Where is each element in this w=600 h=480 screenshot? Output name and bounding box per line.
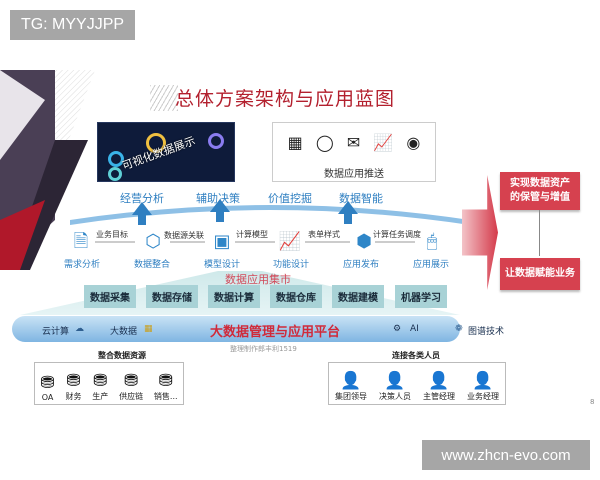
source-item: 生产 — [92, 392, 109, 401]
module-data-collection: 数据采集 — [84, 285, 136, 308]
data-push-panel: ▦ ◯ ✉ 📈 ◉ 数据应用推送 — [272, 122, 436, 182]
source-item: 财务 — [65, 392, 82, 401]
person-icon: 👤 — [472, 371, 494, 391]
flow-edge-label: 数据源关联 — [164, 231, 204, 240]
person-icon: 👤 — [384, 371, 406, 391]
person-icon: 👤 — [428, 371, 450, 391]
person-item: 业务经理 — [467, 392, 499, 401]
dashboard-thumbnail: 可视化数据展示 — [97, 122, 235, 182]
outcome-box: 实现数据资产的保管与增值 — [500, 172, 580, 210]
flow-edge-label: 计算任务调度 — [373, 230, 421, 239]
page-title: 总体方案架构与应用蓝图 — [175, 88, 396, 110]
data-mart-title: 数据应用集市 — [225, 273, 291, 286]
hexagon-data-icon: ⬡ — [145, 231, 161, 252]
flow-step: 数据整合 — [134, 260, 171, 270]
flow-step: 应用发布 — [343, 260, 380, 270]
value-label: 价值挖掘 — [268, 192, 312, 205]
page-number: 8 — [590, 398, 595, 406]
platform-item: 云计算 — [42, 327, 70, 337]
source-item: 供应链 — [119, 392, 144, 401]
note-icon: ◉ — [406, 133, 421, 152]
flow-edge-label: 计算模型 — [236, 230, 268, 239]
module-machine-learning: 机器学习 — [395, 285, 447, 308]
line-chart-icon: 📈 — [278, 231, 302, 252]
up-arrow-icon — [210, 199, 230, 222]
source-item: 销售... — [153, 392, 178, 401]
watermark-top: TG: MYYJJPP — [10, 10, 135, 40]
cloud-icon: ☁ — [75, 324, 84, 334]
flow-edge-label: 表单样式 — [308, 230, 340, 239]
database-icon: ⛃ — [123, 371, 139, 391]
outcome-connector — [539, 210, 540, 256]
credit-text: 整理制作郎丰利1519 — [230, 345, 297, 353]
message-icon: ▦ — [287, 133, 303, 152]
value-label: 经营分析 — [120, 192, 164, 205]
database-icon: ⛃ — [93, 371, 108, 391]
box-icon: ⬢ — [356, 231, 372, 252]
platform-item: 图谱技术 — [468, 327, 505, 337]
source-item: OA — [41, 393, 54, 402]
trend-chart-icon: 📈 — [373, 133, 394, 152]
up-arrow-icon — [338, 201, 358, 224]
database-icon: ⛃ — [66, 371, 81, 391]
value-label: 辅助决策 — [196, 192, 240, 205]
flow-edge-label: 业务目标 — [96, 230, 128, 239]
person-item: 集团领导 — [335, 392, 367, 401]
value-label: 数据智能 — [339, 192, 383, 205]
decorative-corner-shape — [0, 70, 95, 270]
monitor-clock-icon: 🖱 — [426, 231, 438, 252]
mail-icon: ✉ — [346, 133, 361, 152]
chat-bubble-icon: ◯ — [315, 133, 334, 152]
flow-step: 功能设计 — [273, 260, 310, 270]
flow-step: 模型设计 — [204, 260, 241, 270]
person-item: 主管经理 — [423, 392, 455, 401]
module-data-compute: 数据计算 — [208, 285, 260, 308]
person-icon: 👤 — [340, 371, 362, 391]
title-decoration — [150, 85, 178, 111]
watermark-bottom: www.zhcn-evo.com — [422, 440, 590, 470]
sources-title: 整合数据资源 — [98, 351, 146, 360]
flow-arrows — [95, 241, 415, 243]
push-label: 数据应用推送 — [324, 169, 384, 180]
platform-item: 大数据 — [110, 327, 138, 337]
module-data-modeling: 数据建模 — [332, 285, 384, 308]
outcome-box: 让数据赋能业务 — [500, 258, 580, 290]
module-data-warehouse: 数据仓库 — [270, 285, 322, 308]
value-arch-arrow — [70, 199, 470, 225]
up-arrow-icon — [132, 202, 152, 225]
people-title: 连接各类人员 — [392, 351, 440, 360]
flow-step: 应用展示 — [413, 260, 450, 270]
big-data-icon: ▦ — [144, 324, 153, 334]
platform-item: AI — [410, 324, 419, 334]
people-box: 👤集团领导 👤决策人员 👤主管经理 👤业务经理 — [328, 362, 506, 405]
platform-band — [12, 316, 460, 342]
data-sources-box: ⛃OA ⛃财务 ⛃生产 ⛃供应链 ⛃销售... — [34, 362, 184, 405]
document-upload-icon: 🗎 — [73, 231, 89, 252]
graph-icon: ❁ — [455, 324, 463, 334]
database-icon: ⛃ — [40, 373, 55, 393]
platform-title: 大数据管理与应用平台 — [210, 325, 341, 340]
person-item: 决策人员 — [379, 392, 411, 401]
database-icon: ⛃ — [158, 371, 173, 391]
flow-step: 需求分析 — [64, 260, 101, 270]
module-data-storage: 数据存储 — [146, 285, 198, 308]
cubes-icon: ▣ — [213, 231, 231, 252]
robot-icon: ⚙ — [393, 324, 402, 334]
